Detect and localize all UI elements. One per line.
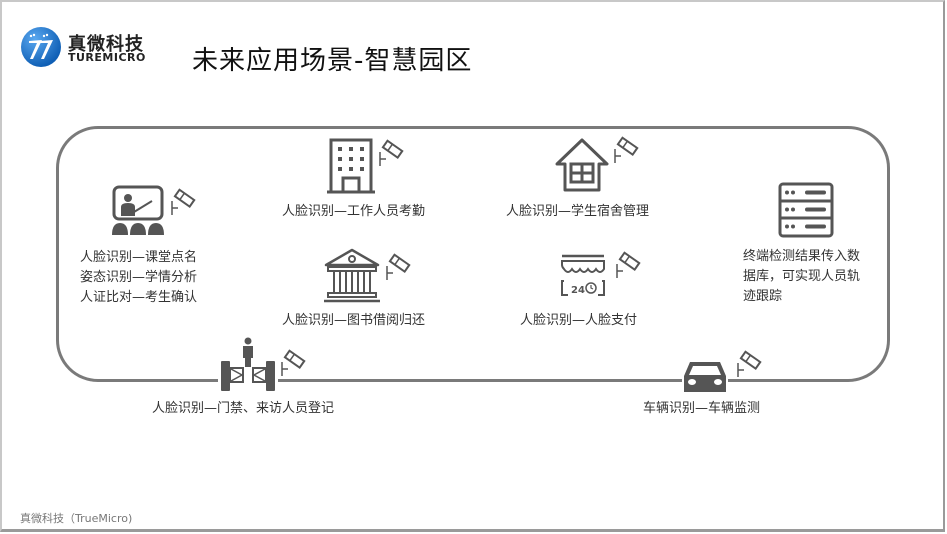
surveillance-camera-icon — [613, 135, 639, 165]
svg-text:24: 24 — [571, 285, 585, 296]
payment-label: 人脸识别—人脸支付 — [520, 313, 638, 328]
label-line: 姿态识别—学情分析 — [80, 270, 198, 285]
store-24h-icon: 24 — [558, 253, 608, 299]
brand-name-en: TUREMICRO — [68, 51, 146, 64]
label-line: 迹跟踪 — [743, 289, 783, 304]
surveillance-camera-icon — [280, 348, 306, 378]
brand-name-cn: 真微科技 — [68, 34, 144, 55]
car-icon — [682, 360, 728, 394]
office-building-icon — [327, 138, 375, 194]
office-label: 人脸识别—工作人员考勤 — [282, 204, 426, 219]
truemicro-logo-icon — [20, 26, 62, 68]
page-title: 未来应用场景-智慧园区 — [192, 46, 473, 76]
classroom-label: 人脸识别—课堂点名 姿态识别—学情分析 人证比对—考生确认 — [80, 248, 197, 308]
server-icon — [778, 182, 834, 238]
campus-loop-path — [56, 126, 890, 382]
surveillance-camera-icon — [378, 138, 404, 168]
surveillance-camera-icon — [615, 250, 641, 280]
surveillance-camera-icon — [385, 252, 411, 282]
footer-text: 真微科技（TrueMicro) — [20, 512, 133, 525]
gate-label: 人脸识别—门禁、来访人员登记 — [152, 401, 335, 416]
presentation-teacher-icon — [110, 185, 166, 235]
turnstile-gate-icon — [218, 337, 278, 393]
library-building-icon — [322, 247, 382, 303]
library-label: 人脸识别—图书借阅归还 — [282, 313, 426, 328]
database-label: 终端检测结果传入数 据库，可实现人员轨 迹跟踪 — [743, 247, 860, 307]
dorm-label: 人脸识别—学生宿舍管理 — [506, 204, 650, 219]
label-line: 终端检测结果传入数 — [743, 249, 861, 264]
label-line: 人证比对—考生确认 — [80, 290, 198, 305]
label-line: 据库，可实现人员轨 — [743, 269, 861, 284]
surveillance-camera-icon — [736, 349, 762, 379]
house-icon — [553, 136, 611, 194]
surveillance-camera-icon — [170, 187, 196, 217]
label-line: 人脸识别—课堂点名 — [80, 250, 198, 265]
vehicle-label: 车辆识别—车辆监测 — [643, 401, 761, 416]
